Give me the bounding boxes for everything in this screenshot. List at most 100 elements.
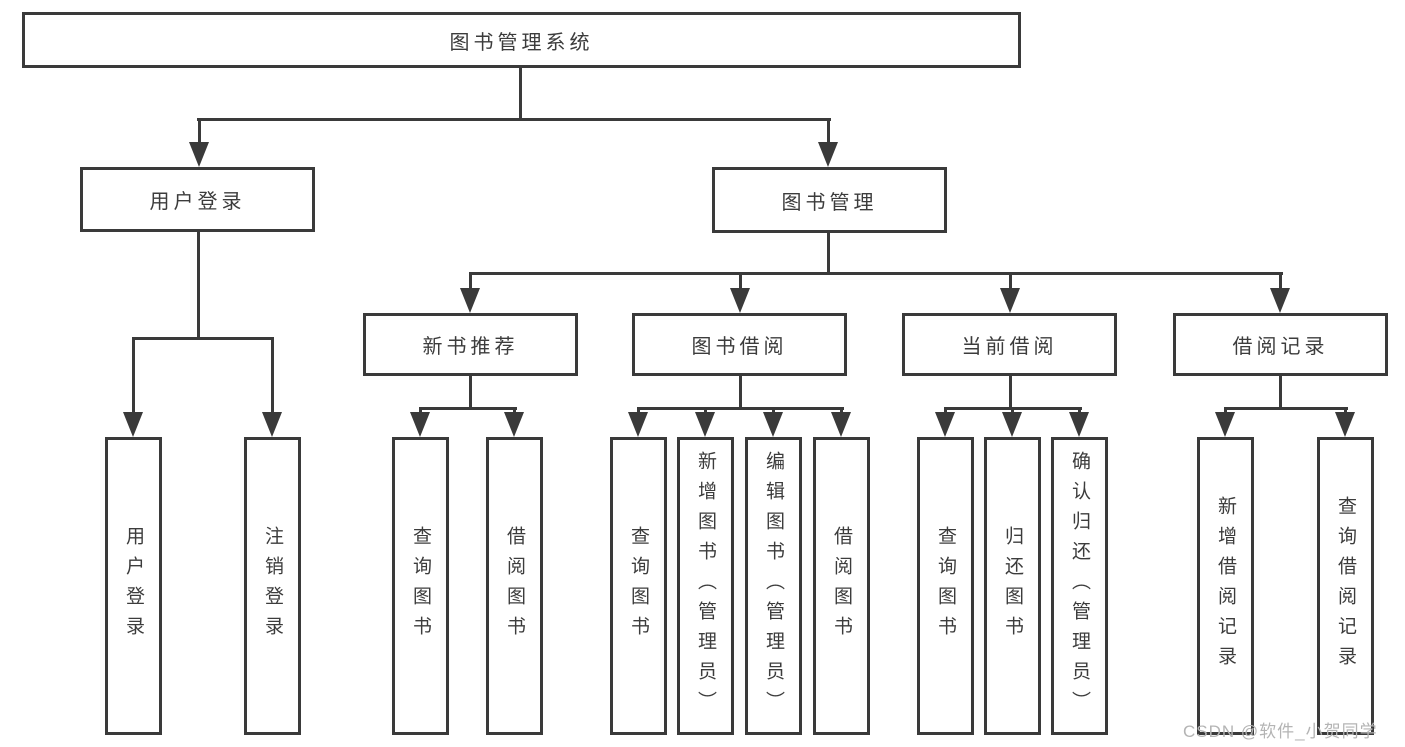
connector-arrow-down: [1001, 407, 1023, 437]
leaf-label: 用户登录: [123, 526, 144, 646]
connector-arrow-down: [503, 407, 525, 437]
node-new-book-recommend-label: 新书推荐: [422, 336, 519, 358]
leaf-label: 借阅图书: [831, 526, 852, 646]
arrow-head-icon: [504, 412, 524, 437]
node-new-book-recommend: 新书推荐: [363, 313, 578, 376]
arrow-stem: [943, 407, 947, 412]
leaf-label: 新增借阅记录: [1215, 496, 1236, 676]
arrow-stem: [738, 272, 742, 288]
arrow-head-icon: [1000, 288, 1020, 313]
node-book-management-label: 图书管理: [781, 191, 878, 214]
leaf-add-books-admin: 新增图书（管理员）: [677, 437, 734, 735]
arrow-head-icon: [628, 412, 648, 437]
node-borrowing-records-label: 借阅记录: [1232, 336, 1329, 358]
leaf-label: 查询借阅记录: [1335, 496, 1356, 676]
connector-arrow-down: [817, 118, 839, 167]
arrow-stem: [1077, 407, 1081, 412]
arrow-stem: [1223, 407, 1227, 412]
leaf-label: 编辑图书（管理员）: [763, 451, 784, 721]
arrow-stem: [1010, 407, 1014, 412]
leaf-label: 查询图书: [410, 526, 431, 646]
node-borrowing-records: 借阅记录: [1173, 313, 1388, 376]
connector-line: [197, 232, 200, 337]
leaf-label: 查询图书: [628, 526, 649, 646]
connector-arrow-down: [459, 272, 481, 313]
leaf-return-books: 归还图书: [984, 437, 1041, 735]
leaf-borrow-books-borrowing: 借阅图书: [813, 437, 870, 735]
arrow-stem: [771, 407, 775, 412]
arrow-stem: [197, 118, 201, 142]
arrow-stem: [1278, 272, 1282, 288]
connector-line: [1279, 376, 1282, 407]
connector-arrow-down: [729, 272, 751, 313]
connector-arrow-down: [694, 407, 716, 437]
node-current-borrowing-label: 当前借阅: [961, 336, 1058, 358]
leaf-query-borrow-record: 查询借阅记录: [1317, 437, 1374, 735]
arrow-head-icon: [1002, 412, 1022, 437]
connector-line: [827, 233, 830, 272]
connector-arrow-down: [1068, 407, 1090, 437]
arrow-head-icon: [763, 412, 783, 437]
node-book-management: 图书管理: [712, 167, 947, 233]
arrow-head-icon: [730, 288, 750, 313]
arrow-head-icon: [818, 142, 838, 167]
arrow-head-icon: [189, 142, 209, 167]
connector-arrow-down: [627, 407, 649, 437]
connector-line: [637, 407, 844, 410]
arrow-head-icon: [460, 288, 480, 313]
arrow-head-icon: [410, 412, 430, 437]
arrow-head-icon: [1335, 412, 1355, 437]
node-user-login-label: 用户登录: [149, 191, 246, 213]
connector-line: [469, 376, 472, 407]
leaf-edit-books-admin: 编辑图书（管理员）: [745, 437, 802, 735]
connector-arrow-down: [1269, 272, 1291, 313]
connector-line: [739, 376, 742, 407]
arrow-stem: [270, 337, 274, 412]
leaf-user-login: 用户登录: [105, 437, 162, 735]
arrow-head-icon: [1215, 412, 1235, 437]
connector-arrow-down: [188, 118, 210, 167]
leaf-label: 借阅图书: [504, 526, 525, 646]
leaf-confirm-return-admin: 确认归还（管理员）: [1051, 437, 1108, 735]
arrow-head-icon: [1270, 288, 1290, 313]
arrow-stem: [468, 272, 472, 288]
leaf-borrow-books-recommend: 借阅图书: [486, 437, 543, 735]
leaf-query-books-borrowing: 查询图书: [610, 437, 667, 735]
node-book-borrowing-label: 图书借阅: [691, 336, 788, 358]
arrow-head-icon: [1069, 412, 1089, 437]
connector-arrow-down: [934, 407, 956, 437]
arrow-stem: [1343, 407, 1347, 412]
node-root: 图书管理系统: [22, 12, 1021, 68]
connector-line: [1009, 376, 1012, 407]
arrow-head-icon: [831, 412, 851, 437]
connector-line: [197, 118, 831, 121]
node-book-borrowing: 图书借阅: [632, 313, 847, 376]
connector-line: [1224, 407, 1348, 410]
leaf-label: 确认归还（管理员）: [1069, 451, 1090, 721]
connector-line: [469, 272, 1283, 275]
node-root-label: 图书管理系统: [449, 31, 594, 54]
leaf-label: 查询图书: [935, 526, 956, 646]
connector-line: [419, 407, 517, 410]
connector-line: [132, 337, 274, 340]
arrow-stem: [839, 407, 843, 412]
arrow-head-icon: [695, 412, 715, 437]
node-user-login: 用户登录: [80, 167, 315, 232]
connector-arrow-down: [762, 407, 784, 437]
leaf-logout: 注销登录: [244, 437, 301, 735]
arrow-head-icon: [123, 412, 143, 437]
arrow-stem: [826, 118, 830, 142]
connector-arrow-down: [1214, 407, 1236, 437]
connector-arrow-down: [122, 337, 144, 437]
leaf-add-borrow-record: 新增借阅记录: [1197, 437, 1254, 735]
connector-arrow-down: [1334, 407, 1356, 437]
connector-line: [519, 68, 522, 118]
arrow-stem: [512, 407, 516, 412]
arrow-stem: [1008, 272, 1012, 288]
connector-arrow-down: [409, 407, 431, 437]
leaf-label: 归还图书: [1002, 526, 1023, 646]
connector-arrow-down: [999, 272, 1021, 313]
arrow-stem: [703, 407, 707, 412]
connector-arrow-down: [830, 407, 852, 437]
